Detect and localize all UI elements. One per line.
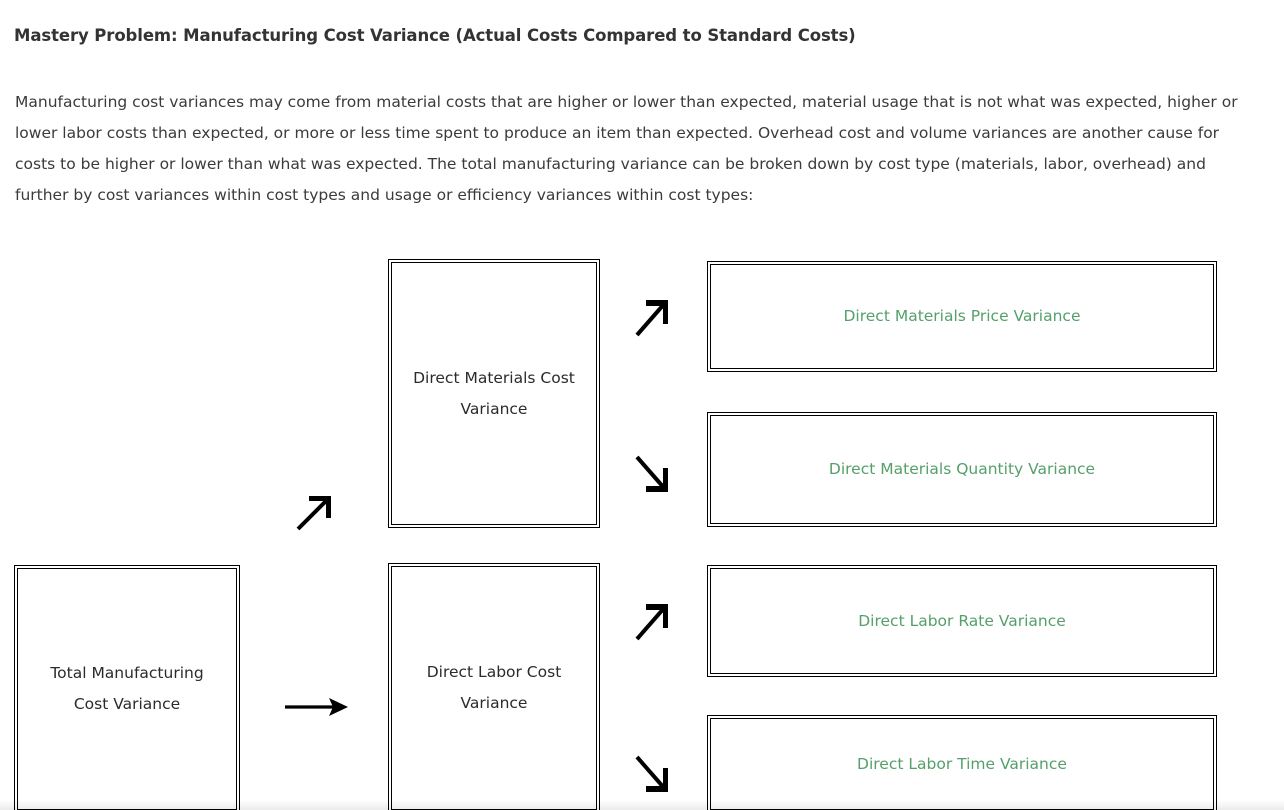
node-direct-labor-rate-variance: Direct Labor Rate Variance bbox=[707, 565, 1217, 677]
node-label: Direct Materials Price Variance bbox=[843, 307, 1081, 325]
intro-paragraph: Manufacturing cost variances may come fr… bbox=[15, 92, 1238, 204]
arrow-up-right-icon bbox=[632, 596, 674, 644]
arrow-up-right-icon bbox=[632, 292, 674, 340]
arrow-right-long-icon bbox=[283, 690, 350, 724]
node-label: Direct Labor Cost Variance bbox=[426, 663, 562, 712]
node-direct-materials-cost-variance: Direct Materials Cost Variance bbox=[388, 259, 600, 528]
node-label: Direct Materials Cost Variance bbox=[413, 368, 575, 418]
node-total-manufacturing-cost-variance: Total Manufacturing Cost Variance bbox=[14, 565, 240, 810]
node-direct-materials-quantity-variance: Direct Materials Quantity Variance bbox=[707, 412, 1217, 527]
node-label: Direct Labor Time Variance bbox=[857, 754, 1067, 773]
node-direct-labor-cost-variance: Direct Labor Cost Variance bbox=[388, 563, 600, 810]
arrow-up-right-icon bbox=[293, 488, 339, 534]
page-title: Mastery Problem: Manufacturing Cost Vari… bbox=[14, 26, 856, 46]
arrow-down-right-icon bbox=[632, 452, 674, 500]
node-direct-materials-price-variance: Direct Materials Price Variance bbox=[707, 261, 1217, 372]
node-direct-labor-time-variance: Direct Labor Time Variance bbox=[707, 715, 1217, 810]
node-label: Direct Materials Quantity Variance bbox=[828, 460, 1096, 478]
node-label: Direct Labor Rate Variance bbox=[858, 611, 1066, 630]
node-label: Total Manufacturing Cost Variance bbox=[50, 664, 204, 713]
arrow-down-right-icon bbox=[632, 752, 674, 800]
